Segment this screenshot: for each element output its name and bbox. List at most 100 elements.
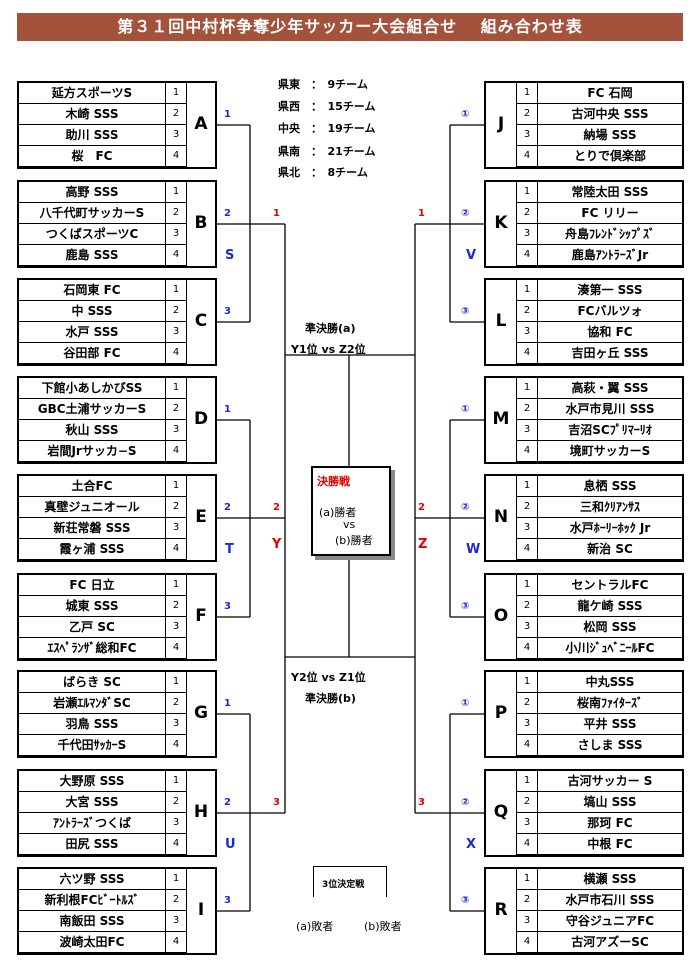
team-slot-number: 2 (516, 890, 538, 910)
team-name: 横瀬 SSS (583, 872, 637, 886)
final-box: 決勝戦 (a)勝者 vs (b)勝者 (311, 466, 391, 556)
team-slot-number: 1 (165, 672, 187, 692)
seed-number: 1 (224, 109, 231, 120)
team-name: 吉沼SCﾌﾟﾘﾏｰﾘｵ (568, 423, 652, 437)
team-name: ｴｽﾍﾟﾗﾝｻﾞ総和FC (47, 641, 137, 655)
team-slot-number: 3 (516, 911, 538, 931)
page-title: 第３１回中村杯争奪少年サッカー大会組合せ 組み合わせ表 (17, 13, 683, 41)
group-letter: D (193, 409, 209, 429)
group-letter: O (493, 606, 509, 626)
team-slot-number: 3 (165, 813, 187, 833)
team-name: ｱﾝﾄﾗｰｽﾞつくば (52, 816, 131, 830)
pool-label: X (466, 837, 477, 852)
team-name: 水戸市石川 SSS (565, 893, 655, 907)
team-slot-number: 4 (165, 441, 187, 461)
team-slot-number: 4 (516, 834, 538, 854)
team-slot-number: 3 (165, 420, 187, 440)
team-name: 湊第一 SSS (577, 283, 643, 297)
team-slot-number: 4 (516, 638, 538, 658)
team-name: 古河サッカー S (567, 774, 653, 788)
team-slot-number: 4 (516, 932, 538, 952)
seed-number: ① (461, 109, 470, 120)
group-letter: H (193, 802, 209, 822)
team-name: 吉田ヶ丘 SSS (571, 346, 649, 360)
team-name: 波崎太田FC (59, 935, 125, 949)
team-slot-number: 2 (516, 104, 538, 124)
team-row: 4 霞ヶ浦 SSS (19, 539, 187, 560)
final-line1: (a)勝者 (319, 506, 357, 519)
team-slot-number: 4 (516, 735, 538, 755)
seed-number: 3 (224, 601, 231, 612)
team-name: 下館小あしかびSS (41, 381, 143, 395)
third-place-box: 3位決定戦 (313, 866, 387, 897)
team-slot-number: 2 (516, 301, 538, 321)
team-slot-number: 4 (516, 539, 538, 559)
team-name: 鹿島ｱﾝﾄﾗｰｽﾞJr (571, 248, 649, 262)
team-name: 助川 SSS (65, 128, 119, 142)
team-name: 平井 SSS (583, 717, 637, 731)
team-slot-number: 4 (165, 834, 187, 854)
team-slot-number: 1 (516, 280, 538, 300)
team-name: 木崎 SSS (65, 107, 119, 121)
team-slot-number: 3 (516, 714, 538, 734)
pool-rank-number: 3 (273, 797, 280, 808)
third-right: (b)敗者 (364, 920, 402, 933)
seed-number: ② (461, 797, 470, 808)
group-letter: I (197, 900, 205, 920)
semi-label: Z (418, 537, 428, 552)
team-slot-number: 3 (165, 322, 187, 342)
team-name: 納場 SSS (583, 128, 637, 142)
team-slot-number: 2 (165, 104, 187, 124)
team-name: 真壁ジュニオール (44, 500, 140, 514)
team-name: 南飯田 SSS (59, 914, 125, 928)
team-slot-number: 1 (516, 476, 538, 496)
team-name: 古河アズーSC (571, 935, 649, 949)
team-slot-number: 4 (516, 343, 538, 363)
team-slot-number: 1 (165, 869, 187, 889)
team-slot-number: 3 (165, 518, 187, 538)
team-name: 息栖 SSS (583, 479, 637, 493)
team-name: 松岡 SSS (583, 620, 637, 634)
pool-rank-number: 1 (273, 208, 280, 219)
team-name: 霞ヶ浦 SSS (59, 542, 125, 556)
seed-number: 1 (224, 404, 231, 415)
seed-number: 1 (224, 698, 231, 709)
third-left: (a)敗者 (296, 920, 334, 933)
final-title: 決勝戦 (317, 475, 350, 488)
team-slot-number: 2 (165, 301, 187, 321)
pool-rank-number: 2 (418, 502, 425, 513)
team-name: 羽鳥 SSS (65, 717, 119, 731)
team-name: GBC土浦サッカーS (37, 402, 147, 416)
final-line2: vs (343, 518, 356, 531)
team-name: 那珂 FC (587, 816, 633, 830)
pool-rank-number: 1 (418, 208, 425, 219)
team-slot-number: 2 (165, 497, 187, 517)
team-slot-number: 4 (165, 539, 187, 559)
team-row: 2 木崎 SSS (19, 104, 187, 125)
group-letter: B (194, 213, 208, 233)
group-letter: Q (493, 802, 509, 822)
